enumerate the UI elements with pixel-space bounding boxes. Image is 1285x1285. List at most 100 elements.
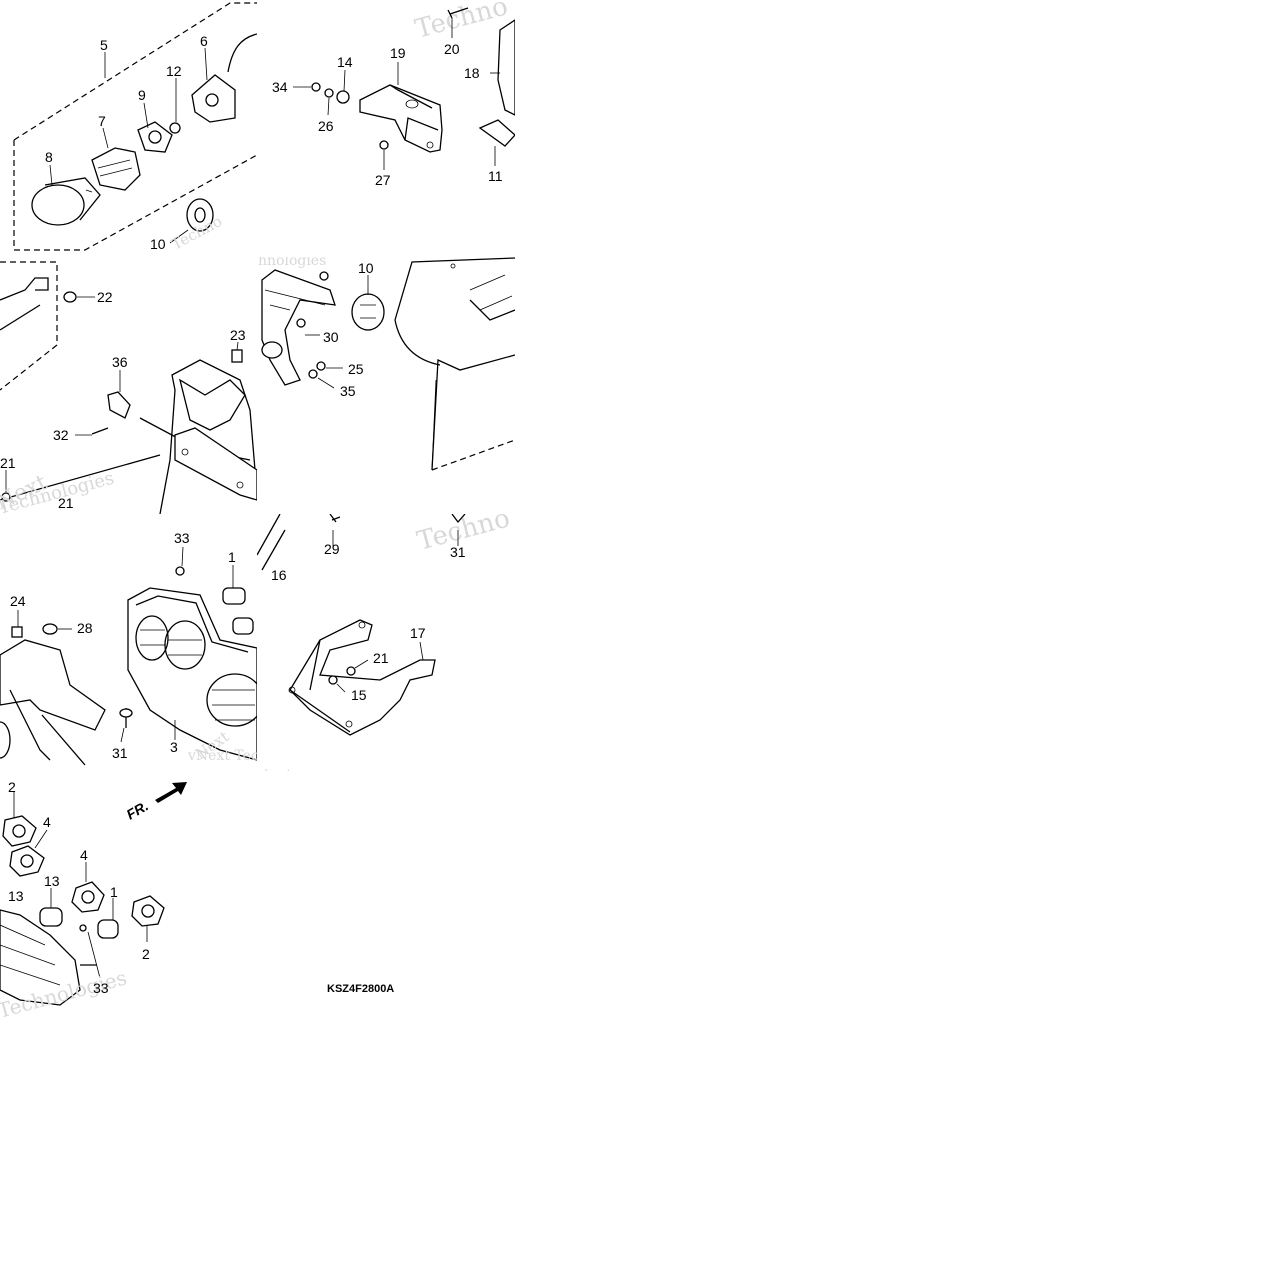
reflector-11: [478, 119, 515, 147]
label-13: 13: [44, 873, 60, 889]
svg-text:hnologies: hnologies: [258, 253, 326, 269]
label-14: 14: [337, 54, 353, 70]
label-34: 34: [272, 79, 288, 95]
tile-rear-fender-bracket: Next Technologies 22 23 36 32 21 21: [0, 261, 257, 519]
socket-2b: [131, 895, 165, 927]
tile-fender-stay: hnologies 10 30 25 35: [258, 253, 515, 471]
label-20: 20: [444, 41, 460, 57]
label-33: 33: [174, 530, 190, 546]
wire-connector: [0, 277, 49, 301]
svg-text:ologies: ologies: [256, 768, 306, 784]
label-12: 12: [166, 63, 182, 79]
tile-headlight-assembly: vNext Technologies Next 33 1 24 28 31 3: [0, 530, 327, 766]
nut-34: [311, 82, 321, 92]
screw-33: [175, 566, 185, 576]
svg-text:Techno: Techno: [412, 0, 511, 45]
cover-17: [288, 619, 436, 736]
tile-taillight-assembly: Techno 5 6 12 9 7 8 10: [13, 2, 257, 254]
clip-23: [231, 349, 243, 363]
label-5: 5: [100, 37, 108, 53]
socket-6: [191, 33, 257, 123]
label-10: 10: [150, 236, 166, 252]
label-8: 8: [45, 149, 53, 165]
socket-4: [9, 845, 45, 877]
washer-27: [379, 140, 389, 150]
label-15: 15: [351, 687, 367, 703]
tail-lens-8: [31, 177, 101, 226]
label-31: 31: [112, 745, 128, 761]
label-21c: 21: [373, 650, 389, 666]
label-28: 28: [77, 620, 93, 636]
front-arrow: FR.: [124, 782, 187, 823]
tail-housing-7: [91, 147, 141, 191]
label-23: 23: [230, 327, 246, 343]
label-11: 11: [488, 168, 503, 184]
label-31c: 31: [450, 544, 466, 560]
front-arrow-label: FR.: [124, 797, 152, 822]
label-3: 3: [170, 739, 178, 755]
reflector-10: [351, 293, 385, 331]
label-29: 29: [324, 541, 340, 557]
label-6: 6: [200, 33, 208, 49]
nut-25: [316, 361, 326, 371]
nut-21: [346, 666, 356, 676]
bulb-1: [222, 587, 246, 605]
bulb-1c: [97, 919, 119, 939]
fender-plate: [174, 427, 257, 501]
collar-14: [336, 90, 350, 104]
bolt-31b: [451, 514, 466, 524]
bulb-13: [39, 907, 63, 927]
label-30: 30: [323, 329, 339, 345]
label-7: 7: [98, 113, 106, 129]
tile-license-bracket: Techno 34 14 19 20 18 26 27 11: [272, 0, 515, 188]
washer-26: [324, 88, 334, 98]
label-33b: 33: [93, 980, 109, 996]
screw-12: [169, 122, 181, 134]
label-10b: 10: [358, 260, 374, 276]
reflector-18: [497, 19, 515, 116]
socket-4b: [71, 881, 105, 913]
tile-headlight-cover: Techno ologies 16 29 31 17 21 15: [256, 514, 513, 784]
label-1: 1: [228, 549, 236, 565]
tile-sockets-bulbs: FR. Technologies: [0, 779, 187, 1023]
label-18: 18: [464, 65, 480, 81]
headlight-3: [127, 587, 257, 761]
fender-panel: [431, 354, 515, 471]
label-4: 4: [43, 814, 51, 830]
bulb-22: [63, 291, 77, 303]
screw-32: [91, 427, 109, 435]
grommet-10: [186, 198, 214, 232]
collar-15: [328, 675, 338, 685]
grommet-28: [42, 623, 58, 635]
headlight-bracket: [0, 639, 106, 731]
label-9: 9: [138, 87, 146, 103]
screw-33b: [79, 924, 87, 932]
label-13b: 13: [8, 888, 24, 904]
clip-29: [329, 514, 341, 523]
label-22: 22: [97, 289, 113, 305]
svg-text:Technologies: Technologies: [0, 468, 116, 519]
washer-35: [308, 369, 318, 379]
label-17: 17: [410, 625, 426, 641]
label-19: 19: [390, 45, 406, 61]
gasket-9: [137, 121, 173, 153]
label-2: 2: [8, 779, 16, 795]
label-1c: 1: [110, 884, 118, 900]
label-25: 25: [348, 361, 364, 377]
label-24: 24: [10, 593, 26, 609]
bolt-20: [447, 7, 469, 19]
drawing-code: KSZ4F2800A: [327, 983, 394, 995]
clip-24: [11, 626, 23, 638]
bulb-1b: [232, 617, 254, 635]
label-21b: 21: [58, 495, 74, 511]
label-35: 35: [340, 383, 356, 399]
label-16: 16: [271, 567, 287, 583]
svg-text:vNext Technologies: vNext Technologies: [187, 748, 327, 764]
label-32: 32: [53, 427, 69, 443]
bracket-19: [359, 84, 443, 153]
label-2b: 2: [142, 946, 150, 962]
nut-30: [296, 318, 306, 328]
label-36: 36: [112, 354, 128, 370]
label-27: 27: [375, 172, 391, 188]
stay-36: [107, 391, 131, 419]
